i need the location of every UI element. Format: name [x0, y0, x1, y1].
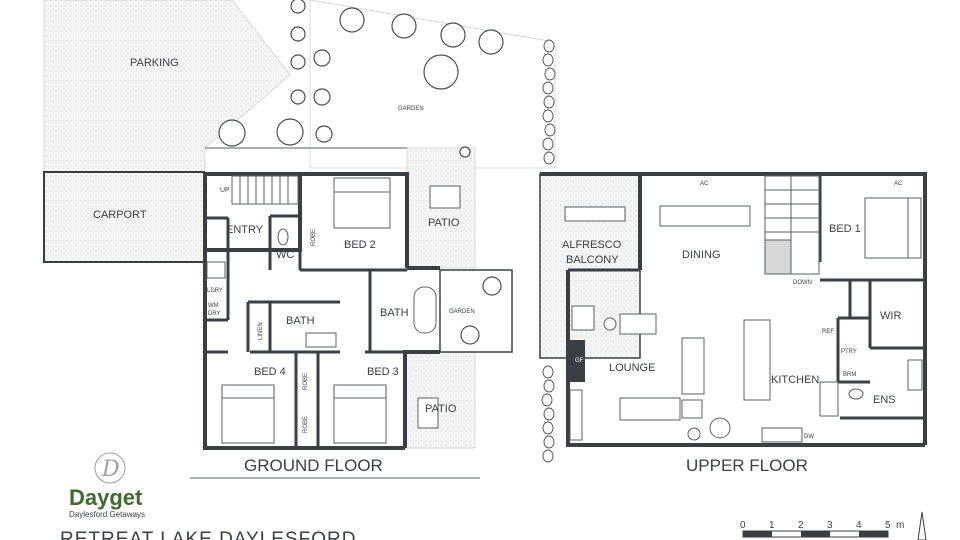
scale-tick-3: 3	[827, 520, 833, 531]
brand-tagline: Daylesford Getaways	[69, 510, 145, 519]
sofa-right	[681, 337, 705, 395]
label-carport: CARPORT	[93, 209, 147, 221]
parking-area	[43, 0, 291, 173]
label-dw: DW	[804, 434, 814, 440]
sofa-top	[619, 313, 657, 335]
sofa-bottom	[619, 397, 681, 421]
dining-table	[659, 205, 751, 227]
vanity	[305, 332, 337, 348]
bed1-bed	[864, 197, 922, 259]
ground-floor-title: GROUND FLOOR	[244, 456, 383, 475]
label-balcony: BALCONY	[566, 254, 619, 266]
laundry-tub	[206, 261, 226, 279]
stone-wall	[541, 39, 556, 463]
label-dining: DINING	[682, 249, 721, 261]
label-wm: WM	[208, 303, 219, 309]
upper-stairs	[764, 175, 820, 275]
gas-fire	[569, 340, 585, 382]
label-bed2: BED 2	[344, 239, 376, 251]
label-ptry: PTRY	[841, 349, 857, 355]
label-alfresco: ALFRESCO	[562, 239, 622, 251]
label-bed3: BED 3	[367, 366, 399, 378]
upper-floor-labels: ALFRESCO BALCONY AC DINING AC BED 1 DOWN…	[562, 181, 903, 475]
label-wir: WIR	[880, 310, 901, 322]
label-lounge: LOUNGE	[609, 362, 655, 374]
site-landscape	[43, 0, 641, 479]
bed2-bed	[333, 177, 391, 229]
lamp-bottom	[687, 427, 701, 441]
label-dry: DRY	[208, 311, 221, 317]
label-brm: BRM	[843, 372, 856, 378]
label-ens: ENS	[873, 394, 896, 406]
patio-top-area	[406, 147, 476, 269]
patio-bench	[417, 397, 439, 429]
patio-table	[429, 185, 461, 209]
ens-vanity	[907, 359, 923, 391]
scale-bar: 0 1 2 3 4 5 m	[740, 520, 904, 538]
garden-trees	[218, 0, 504, 345]
label-bath-left: BATH	[286, 315, 315, 327]
ens-toilet	[848, 388, 864, 400]
label-linen: LINEN	[258, 322, 264, 340]
scale-tick-1: 1	[769, 520, 775, 531]
logo-monogram: D	[101, 457, 120, 482]
label-entry: ENTRY	[226, 224, 264, 236]
label-down: DOWN	[793, 280, 812, 286]
scale-unit: m	[896, 520, 904, 531]
bed4-bed	[221, 384, 275, 444]
kitchen-island	[743, 319, 771, 401]
label-ac-bed: AC	[894, 181, 903, 187]
label-patio-top: PATIO	[428, 217, 460, 229]
patio-bottom-area	[404, 351, 476, 449]
lounge-console	[569, 389, 583, 441]
label-parking: PARKING	[130, 57, 179, 69]
label-gf: GF	[575, 358, 584, 364]
brand-name: Dayget	[69, 485, 143, 510]
brand-logo: D Dayget Daylesford Getaways	[69, 452, 145, 519]
alfresco-table	[564, 206, 626, 222]
upper-floor-plan	[540, 172, 927, 447]
label-patio-bottom: PATIO	[425, 403, 457, 415]
ottoman	[681, 399, 703, 419]
wc-toilet	[277, 228, 289, 246]
armchair	[571, 305, 595, 331]
scale-tick-5: 5	[885, 520, 891, 531]
property-title: RETREAT LAKE DAYLESFORD	[60, 529, 356, 540]
scale-tick-2: 2	[798, 520, 804, 531]
label-garden-top: GARDEN	[398, 106, 424, 112]
label-ref: REF	[822, 329, 834, 335]
label-wc: WC	[276, 249, 294, 261]
label-bed1: BED 1	[829, 223, 861, 235]
label-bed4: BED 4	[254, 366, 286, 378]
upper-floor-title: UPPER FLOOR	[686, 456, 808, 475]
ground-stairs	[231, 175, 299, 205]
north-arrow-icon	[917, 511, 927, 540]
scale-tick-0: 0	[740, 520, 746, 531]
ground-floor-labels: PARKING GARDEN CARPORT ENTRY UP WC ROBE …	[93, 57, 475, 475]
kitchen-sink	[761, 427, 803, 443]
label-ldry: LDRY	[207, 288, 223, 294]
label-robe: ROBE	[311, 229, 317, 246]
label-bath-right: BATH	[380, 307, 409, 319]
round-chair	[709, 417, 731, 439]
label-robe-c: ROBE	[303, 416, 309, 433]
bed3-bed	[333, 384, 387, 444]
label-robe-b: ROBE	[303, 373, 309, 390]
scale-tick-4: 4	[856, 520, 862, 531]
label-ac-dining: AC	[700, 181, 709, 187]
carport-area	[43, 171, 205, 263]
lamp-left	[603, 317, 617, 331]
cooktop	[819, 381, 839, 417]
label-kitchen: KITCHEN	[771, 374, 819, 386]
ground-floor-plan	[203, 172, 461, 450]
bath-tub	[413, 286, 437, 334]
label-up: UP	[220, 187, 230, 194]
label-garden-right: GARDEN	[449, 309, 475, 315]
